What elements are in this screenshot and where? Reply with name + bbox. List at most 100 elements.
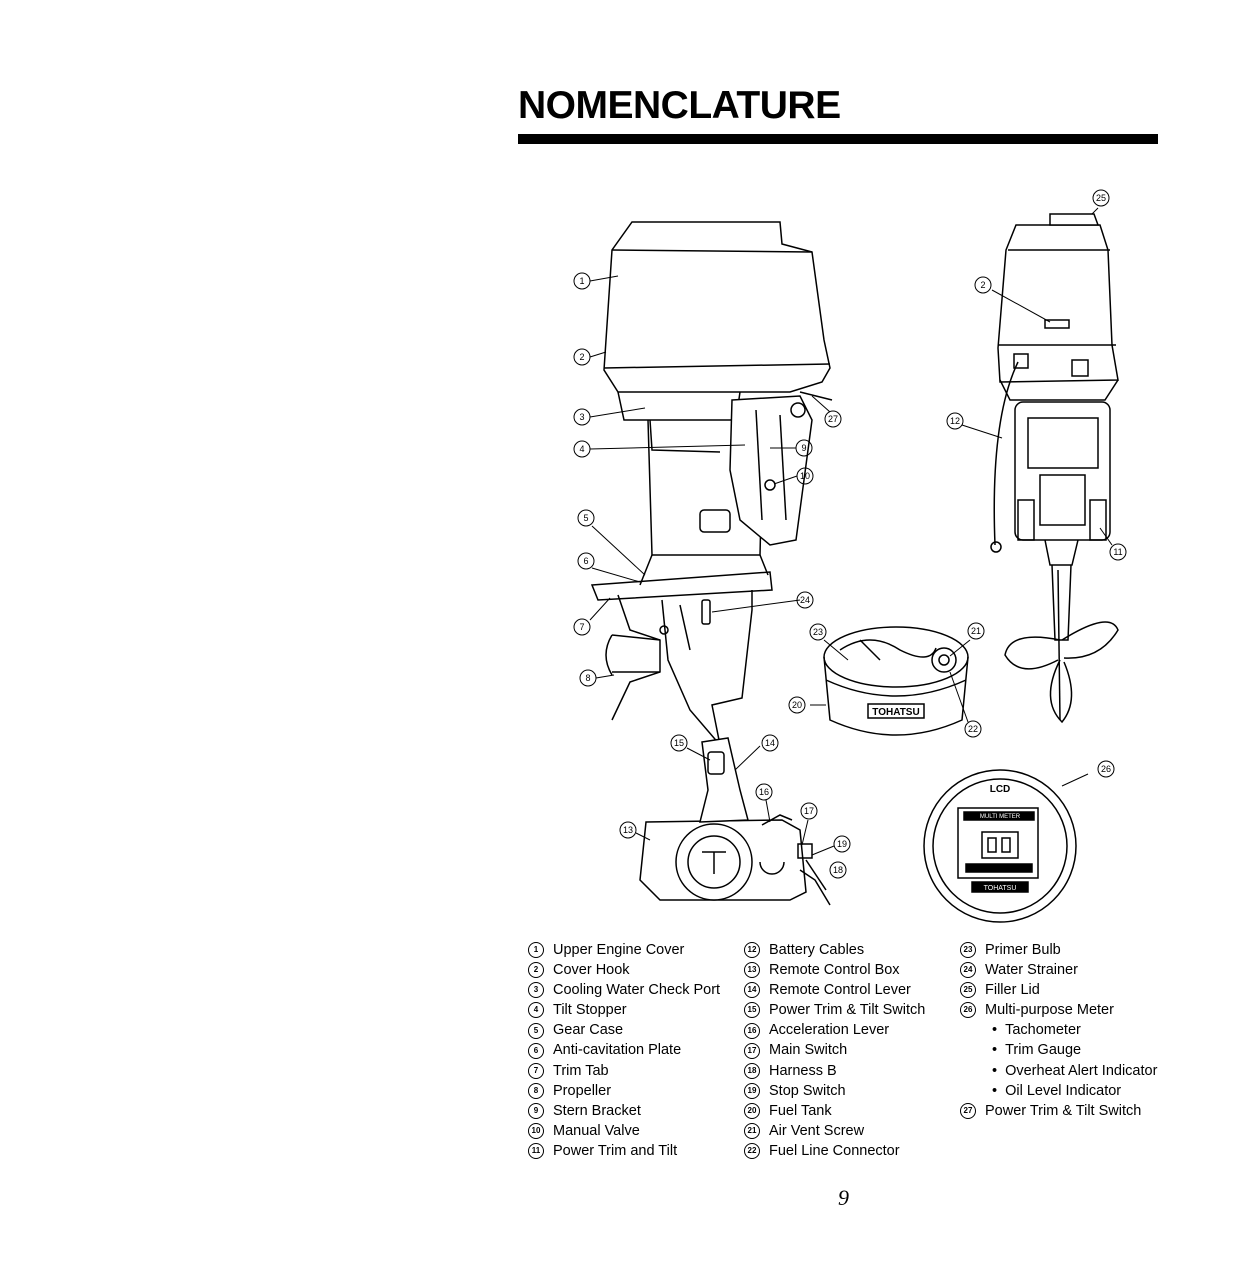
legend-subitem: Trim Gauge xyxy=(960,1040,1157,1060)
legend-item: 26 Multi-purpose Meter xyxy=(960,1000,1157,1020)
callout-26: 26 xyxy=(1097,760,1115,778)
item-number: 3 xyxy=(528,982,544,999)
motor-side-view xyxy=(590,221,833,748)
callout-20: 20 xyxy=(788,696,806,714)
item-number: 15 xyxy=(744,1002,760,1019)
callout-27: 27 xyxy=(824,410,842,428)
item-label: Air Vent Screw xyxy=(769,1122,865,1139)
callout-7: 7 xyxy=(573,618,591,636)
fuel-tank-brand: TOHATSU xyxy=(872,707,919,718)
item-label: Fuel Tank xyxy=(769,1102,832,1119)
item-number: 16 xyxy=(744,1022,760,1039)
item-number: 4 xyxy=(528,1002,544,1019)
callout-13: 13 xyxy=(619,821,637,839)
item-label: Main Switch xyxy=(769,1042,848,1059)
item-number: 6 xyxy=(528,1042,544,1059)
callout-25: 25 xyxy=(1092,189,1110,207)
item-label: Battery Cables xyxy=(769,942,865,958)
page-title: NOMENCLATURE xyxy=(518,84,841,127)
svg-text:26: 26 xyxy=(1101,764,1111,774)
item-label: Primer Bulb xyxy=(985,942,1061,958)
svg-text:25: 25 xyxy=(1096,193,1106,203)
svg-text:5: 5 xyxy=(583,513,588,523)
svg-text:6: 6 xyxy=(583,556,588,566)
legend-item: 17 Main Switch xyxy=(744,1040,925,1060)
svg-text:3: 3 xyxy=(579,412,584,422)
svg-text:1: 1 xyxy=(579,276,584,286)
item-label: Harness B xyxy=(769,1062,837,1079)
item-number: 17 xyxy=(744,1042,760,1059)
item-number: 11 xyxy=(528,1143,544,1160)
svg-text:4: 4 xyxy=(579,444,584,454)
callout-4: 4 xyxy=(573,440,591,458)
item-number: 9 xyxy=(528,1102,544,1119)
title-rule xyxy=(518,134,1158,144)
svg-text:13: 13 xyxy=(623,825,633,835)
callout-15: 15 xyxy=(670,734,688,752)
callout-22: 22 xyxy=(964,720,982,738)
svg-text:22: 22 xyxy=(968,724,978,734)
legend-item: 24 Water Strainer xyxy=(960,960,1157,980)
item-label: Upper Engine Cover xyxy=(553,942,685,958)
svg-text:2: 2 xyxy=(980,280,985,290)
legend-item: 3 Cooling Water Check Port xyxy=(528,980,720,1000)
meter-sublabel: MULTI METER xyxy=(980,814,1021,820)
item-number: 26 xyxy=(960,1002,976,1019)
svg-text:7: 7 xyxy=(579,622,584,632)
item-label: Multi-purpose Meter xyxy=(985,1002,1114,1019)
legend-subitem: Oil Level Indicator xyxy=(960,1081,1157,1101)
callout-16: 16 xyxy=(755,783,773,801)
callout-17: 17 xyxy=(800,802,818,820)
callout-24: 24 xyxy=(796,591,814,609)
fuel-tank xyxy=(823,626,969,736)
item-number: 24 xyxy=(960,962,976,979)
callout-14: 14 xyxy=(761,734,779,752)
leader-lines xyxy=(589,207,1113,856)
item-number: 12 xyxy=(744,942,760,959)
item-label: Trim Tab xyxy=(553,1062,609,1079)
page-number: 9 xyxy=(838,1185,849,1210)
item-number: 22 xyxy=(744,1143,760,1160)
svg-text:18: 18 xyxy=(833,865,843,875)
meter-label: LCD xyxy=(990,784,1011,795)
item-label: Water Strainer xyxy=(985,962,1078,979)
item-label: Remote Control Box xyxy=(769,962,900,979)
multi-purpose-meter xyxy=(923,769,1077,923)
item-label: Filler Lid xyxy=(985,982,1040,999)
callout-9: 9 xyxy=(795,439,813,457)
callout-10: 10 xyxy=(796,467,814,485)
item-number: 10 xyxy=(528,1123,544,1140)
item-label: Anti-cavitation Plate xyxy=(553,1042,682,1059)
meter-brand: TOHATSU xyxy=(984,885,1017,892)
legend-item: 4 Tilt Stopper xyxy=(528,1000,720,1020)
remote-control-box xyxy=(639,737,831,906)
item-number: 8 xyxy=(528,1082,544,1099)
item-label: Tilt Stopper xyxy=(553,1002,627,1019)
svg-text:20: 20 xyxy=(792,700,802,710)
item-label: Propeller xyxy=(553,1082,612,1099)
svg-text:19: 19 xyxy=(837,839,847,849)
item-label: Cooling Water Check Port xyxy=(553,982,721,999)
item-number: 13 xyxy=(744,962,760,979)
item-number: 2 xyxy=(528,962,544,979)
svg-text:2: 2 xyxy=(579,352,584,362)
legend-item: 13 Remote Control Box xyxy=(744,960,925,980)
legend-column-2: 12 Battery Cables 13 Remote Control Box 14… xyxy=(744,940,925,1161)
callout-markers: 1 2 3 4 5 6 7 8 9 10 27 24 23 21 20 22 2… xyxy=(573,189,1127,879)
callout-2b: 2 xyxy=(974,276,992,294)
item-number: 14 xyxy=(744,982,760,999)
svg-text:24: 24 xyxy=(800,595,810,605)
